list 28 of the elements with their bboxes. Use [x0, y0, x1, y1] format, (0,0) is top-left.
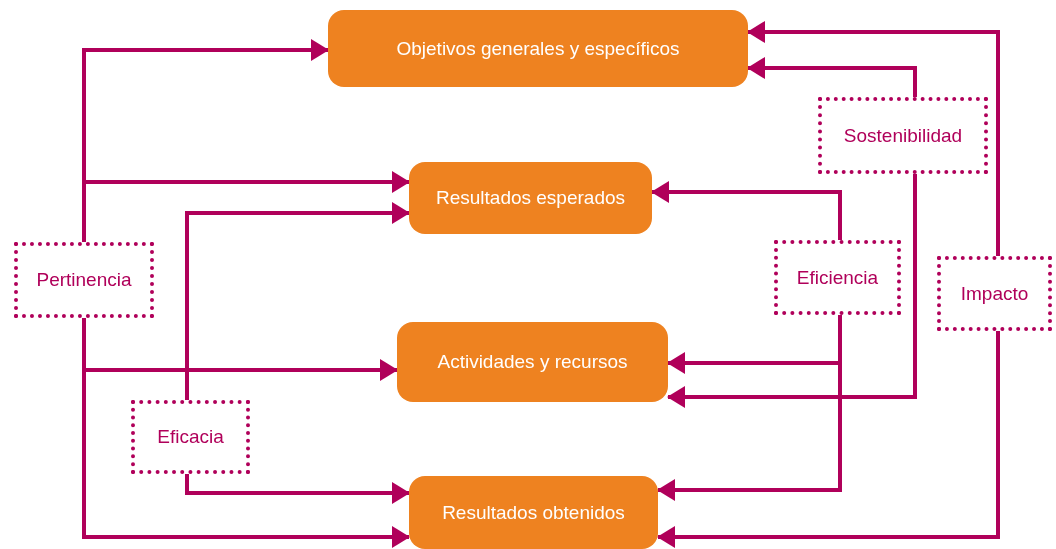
- box-label: Impacto: [960, 282, 1029, 305]
- box-label: Resultados obtenidos: [442, 501, 625, 524]
- box-label: Actividades y recursos: [437, 351, 628, 373]
- box-label: Resultados esperados: [435, 187, 626, 209]
- arrow: [747, 21, 1000, 256]
- process-box: [409, 162, 652, 234]
- box-label: Objetivos generales y específicos: [396, 37, 680, 60]
- criterion-box: [131, 400, 250, 474]
- arrow: [667, 174, 917, 408]
- arrow: [82, 171, 410, 242]
- arrow: [185, 202, 410, 400]
- criterion-box: [818, 97, 988, 174]
- process-box: [409, 476, 658, 549]
- process-box: [328, 10, 748, 87]
- criterion-box: [937, 256, 1052, 331]
- box-label: Eficiencia: [796, 266, 879, 289]
- criterion-box: [14, 242, 154, 318]
- arrow: [82, 318, 410, 548]
- arrow: [747, 57, 917, 97]
- process-box: [397, 322, 668, 402]
- box-label: Eficacia: [157, 426, 224, 448]
- arrow: [657, 331, 1000, 548]
- box-label: Pertinencia: [36, 269, 132, 291]
- box-label: Sostenibilidad: [843, 124, 963, 147]
- arrow: [657, 315, 842, 501]
- arrow: [651, 181, 842, 240]
- criterion-box: [774, 240, 901, 315]
- arrow: [185, 474, 410, 504]
